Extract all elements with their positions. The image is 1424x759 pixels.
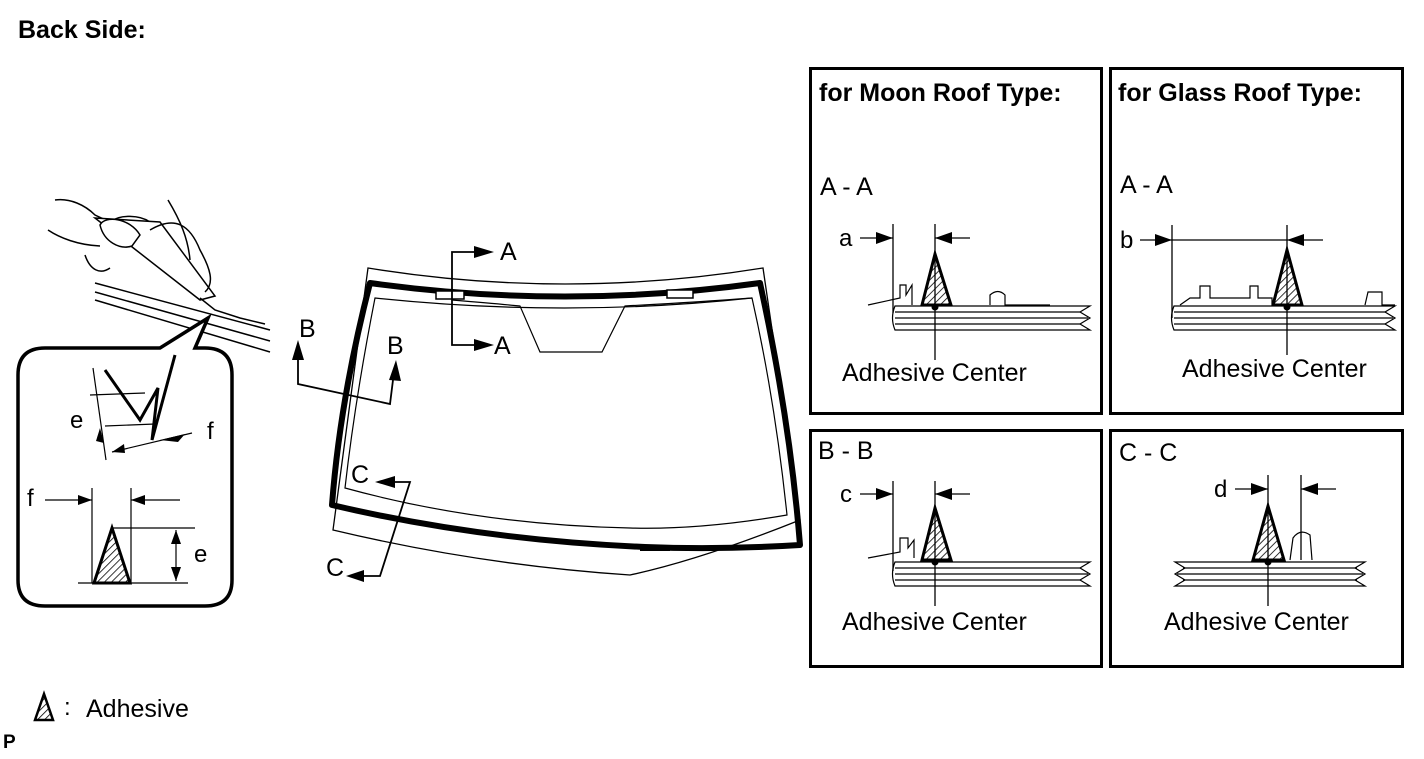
page-title: Back Side:: [18, 16, 146, 44]
detail-dim-e2: e: [194, 541, 208, 568]
panel-glass-roof-caption: Adhesive Center: [1182, 355, 1367, 383]
section-cc: [1172, 475, 1368, 606]
panel-moon-roof-dim: a: [839, 225, 853, 252]
panel-section-c-caption: Adhesive Center: [1164, 608, 1349, 636]
panel-section-b-dim: c: [840, 481, 852, 508]
bead-detail-callout: [16, 313, 234, 608]
section-glass-roof-aa: [1140, 225, 1398, 355]
cut-b-left-label: B: [299, 315, 316, 343]
detail-dim-f2: f: [27, 485, 34, 512]
panel-moon-roof-section: A - A: [820, 173, 873, 201]
panel-glass-roof-dim: b: [1120, 227, 1134, 254]
panel-glass-roof: [1109, 67, 1404, 415]
cut-a-top-label: A: [500, 238, 517, 266]
legend-text: Adhesive: [86, 695, 189, 723]
cut-a-bottom-label: A: [494, 332, 511, 360]
section-bb: [860, 481, 1093, 606]
panel-moon-roof-caption: Adhesive Center: [842, 359, 1027, 387]
panel-glass-roof-section: A - A: [1120, 171, 1173, 199]
legend-separator: :: [64, 694, 71, 721]
panel-moon-roof-title: for Moon Roof Type:: [819, 79, 1062, 107]
cut-c-bottom-label: C: [326, 554, 345, 582]
cut-c-top-label: C: [351, 461, 370, 489]
panel-moon-roof: [809, 67, 1103, 415]
detail-dim-f: f: [207, 418, 214, 445]
panel-section-c-dim: d: [1214, 476, 1228, 503]
adhesive-gun-illustration: [47, 198, 271, 353]
footer-code: P: [3, 732, 16, 753]
cut-b-right-label: B: [387, 332, 404, 360]
panel-glass-roof-title: for Glass Roof Type:: [1118, 79, 1363, 107]
adhesive-legend-icon: [33, 690, 55, 722]
panel-section-b-caption: Adhesive Center: [842, 608, 1027, 636]
detail-dim-e: e: [70, 407, 84, 434]
section-moon-roof-aa: [860, 224, 1093, 360]
panel-section-b-section: B - B: [818, 437, 874, 465]
panel-section-c: [1109, 429, 1404, 668]
panel-section-c-section: C - C: [1119, 439, 1178, 467]
panel-section-b: [809, 429, 1103, 668]
windshield-illustration: [292, 246, 803, 582]
